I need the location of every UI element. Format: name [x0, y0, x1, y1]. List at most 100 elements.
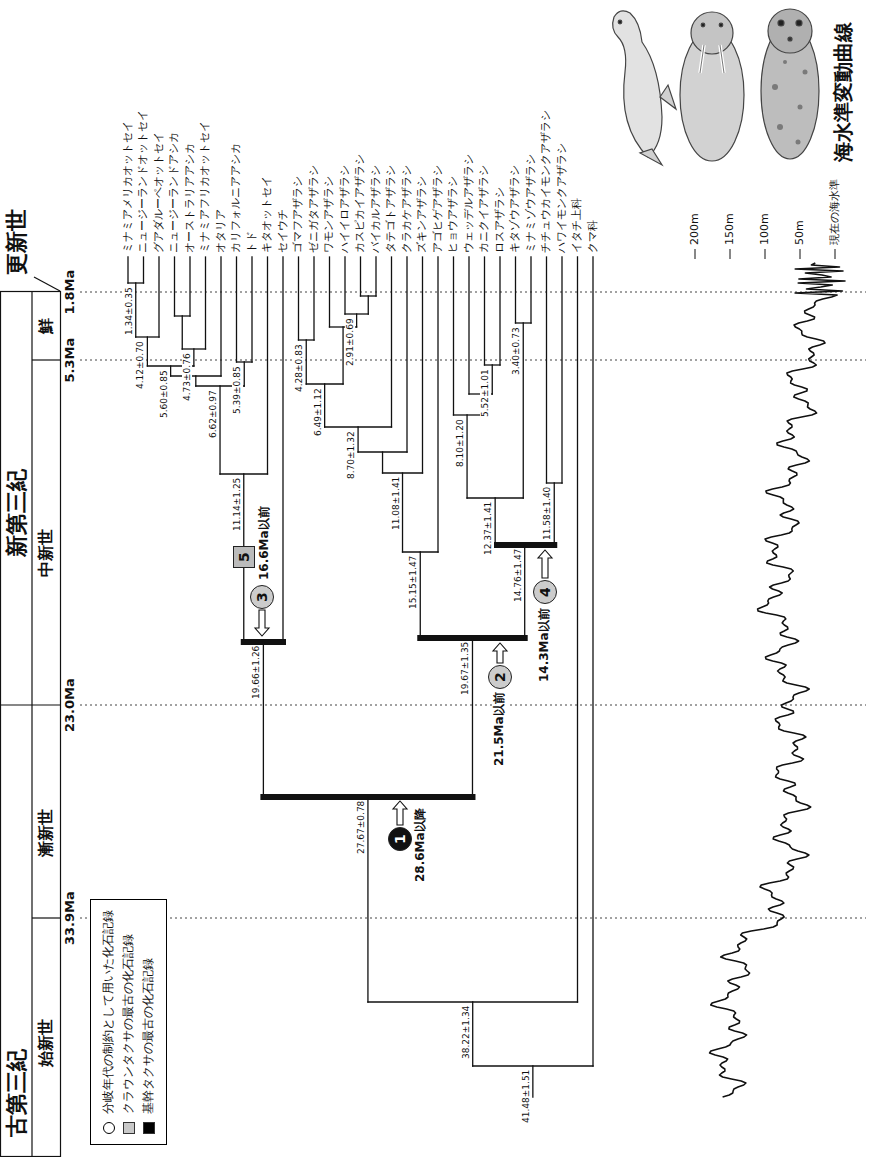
- fossil-constraint: 28.6Ma以降: [414, 807, 428, 883]
- tree-branch: [554, 483, 555, 545]
- divergence-age: 6.62±0.97: [208, 389, 218, 439]
- species-name: ロスアザラシ: [494, 187, 507, 253]
- species-name: ヒョウアザラシ: [447, 176, 460, 253]
- sea-level-curve: [710, 263, 845, 1097]
- divergence-age: 12.37±1.41: [483, 501, 493, 556]
- boundary-age: 1.8Ma: [63, 270, 78, 315]
- species-name: クラカケアザラシ: [401, 165, 414, 253]
- species-name: ズキンアザラシ: [416, 176, 429, 253]
- divergence-age: 3.40±0.73: [511, 326, 521, 376]
- callout-number: 5: [237, 552, 251, 562]
- fossil-constraint: 14.3Ma以前: [538, 607, 552, 683]
- tree-branch: [515, 257, 516, 323]
- species-name: オタリア: [215, 209, 228, 253]
- callout-circle: 4: [533, 580, 557, 604]
- callout-circle: 1: [388, 827, 412, 851]
- tree-branch: [313, 257, 314, 340]
- tree-branch: [468, 257, 469, 394]
- callout-circle: 2: [488, 665, 512, 689]
- tree-branch: [422, 257, 423, 473]
- tree-branch: [147, 337, 148, 366]
- boundary-age: 23.0Ma: [63, 678, 78, 732]
- species-name: ハイイロアザラシ: [339, 165, 352, 253]
- species-name: カスピカイアザラシ: [354, 154, 367, 253]
- divergence-age: 5.60±0.85: [159, 369, 169, 419]
- callout-number: 4: [538, 587, 552, 597]
- species-name: セイウチ: [277, 209, 290, 253]
- divergence-age: 11.14±1.25: [232, 477, 242, 532]
- hollow-arrow: [255, 610, 269, 636]
- tree-branch: [205, 257, 206, 349]
- legend-text: クラウンタクサの最古の化石記録: [120, 934, 137, 1114]
- epoch-label: 更新世: [4, 209, 29, 275]
- callout-number: 3: [255, 592, 269, 602]
- species-name: イタチ上科: [571, 198, 584, 253]
- curve-title: 海水準変動曲線: [832, 22, 855, 162]
- species-name: バイカルアザラシ: [370, 165, 383, 253]
- species-name: チチュウカイモンクアザラシ: [540, 110, 553, 253]
- callout-square: 5: [233, 546, 255, 568]
- divergence-age: 5.39±0.85: [232, 365, 242, 415]
- species-name: アゴヒゲアザラシ: [432, 165, 445, 253]
- divergence-age: 4.12±0.70: [135, 340, 145, 390]
- era-label: 新第三紀: [4, 469, 29, 557]
- species-name: ニュージーランドオットセイ: [137, 110, 150, 253]
- tree-branch: [484, 257, 485, 365]
- tree-root: [532, 1066, 533, 1097]
- species-name: ワモンアザラシ: [323, 176, 336, 253]
- tree-branch: [127, 257, 128, 283]
- sea-level-scale: 150m: [724, 213, 737, 245]
- legend-box: 分岐年代の制約として用いた化石記録クラウンタクサの最古の化石記録基幹タクサの最古…: [90, 899, 167, 1145]
- tree-branch: [391, 257, 392, 427]
- tree-branch: [189, 257, 190, 316]
- hollow-arrow: [493, 643, 507, 663]
- fossil-constraint: 16.6Ma以前: [258, 505, 272, 581]
- divergence-age: 1.34±0.35: [124, 286, 134, 336]
- tree-branch: [472, 1002, 473, 1066]
- hollow-arrow: [393, 801, 407, 825]
- tree-branch: [402, 473, 403, 552]
- tree-branch: [530, 257, 531, 323]
- species-name: キタゾウアザラシ: [509, 165, 522, 253]
- tree-branch: [236, 257, 237, 362]
- boundary-age: 5.3Ma: [63, 338, 78, 383]
- tree-branch: [472, 638, 473, 797]
- tree-branch: [360, 257, 361, 296]
- walrus-illustration: [680, 12, 744, 161]
- sea-level-scale: 50m: [794, 220, 807, 245]
- era-label: 古第三紀: [4, 1049, 29, 1137]
- tree-branch: [492, 365, 493, 394]
- tree-branch: [158, 257, 159, 337]
- phylogenetic-tree: [128, 257, 593, 1097]
- species-name: キタオットセイ: [261, 176, 274, 253]
- tree-branch: [298, 257, 299, 340]
- species-name: ミナミアフリカオットセイ: [199, 121, 212, 253]
- epoch-boundary-lines: [80, 292, 866, 918]
- tree-branch: [329, 257, 330, 327]
- tree-branch: [577, 257, 578, 1002]
- tree-branch: [344, 257, 345, 314]
- species-name: ゼニガタアザラシ: [308, 165, 321, 253]
- divergence-age: 19.66±1.26: [251, 645, 261, 700]
- divergence-age: 14.76±1.47: [513, 548, 523, 603]
- time-header-frame: [0, 277, 61, 1157]
- species-name: カリフォルニアアシカ: [230, 143, 243, 253]
- sea-level-scale: 100m: [759, 213, 772, 245]
- boundary-age: 33.9Ma: [63, 891, 78, 945]
- legend-circle-symbol: [103, 1122, 115, 1134]
- divergence-age: 8.70±1.32: [346, 430, 356, 480]
- species-name: トド: [246, 231, 259, 253]
- species-name: ニュージーランドアシカ: [168, 132, 181, 253]
- tree-branch: [437, 257, 438, 552]
- tree-branch: [406, 257, 407, 452]
- species-name: ミナミゾウアザラシ: [525, 154, 538, 253]
- tree-branch: [453, 257, 454, 415]
- tree-branch: [561, 257, 562, 483]
- divergence-age: 11.08±1.41: [391, 476, 401, 531]
- legend-row: 基幹タクサの最古の化石記録: [140, 910, 157, 1134]
- divergence-age: 4.28±0.83: [294, 343, 304, 393]
- divergence-age: 27.67±0.78: [356, 800, 366, 855]
- tree-branch: [267, 257, 268, 474]
- hollow-arrows: [255, 550, 552, 825]
- species-name: グアダルーペオットセイ: [153, 132, 166, 253]
